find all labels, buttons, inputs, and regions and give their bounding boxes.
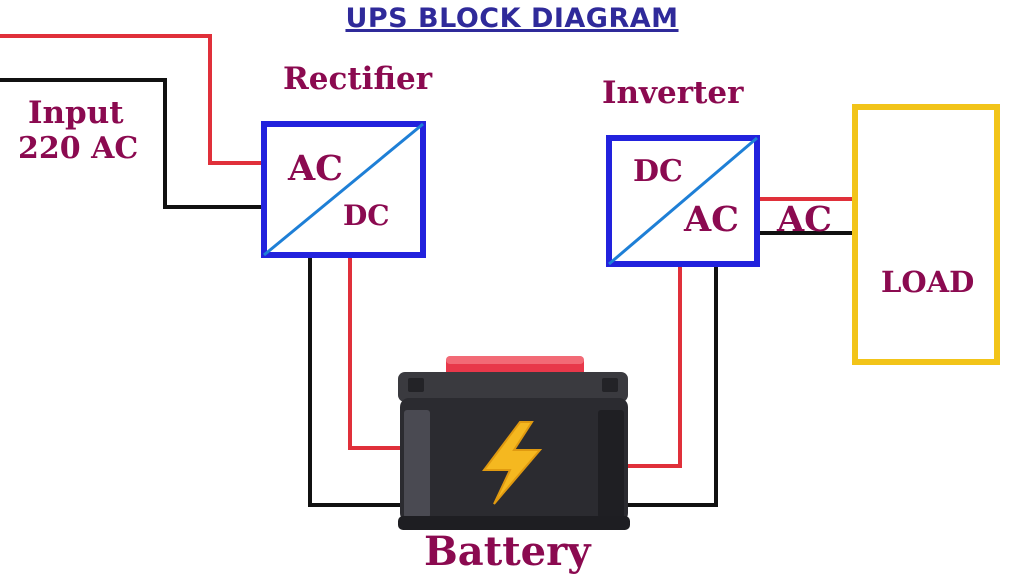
inverter-diagonal <box>608 136 758 266</box>
input-live-wire <box>0 34 265 165</box>
battery-inverter-neutral-wire <box>628 264 718 507</box>
load-block <box>852 104 1000 365</box>
inverter-input-label: DC <box>633 154 683 189</box>
diagram-title: UPS BLOCK DIAGRAM <box>345 3 679 34</box>
rectifier-output-label: DC <box>343 199 390 232</box>
battery-icon <box>398 356 630 530</box>
battery-inverter-live-wire <box>628 264 682 468</box>
rectifier-diagonal <box>263 122 424 257</box>
input-label-line1: Input <box>28 95 124 131</box>
rectifier-battery-neutral-wire <box>308 256 410 507</box>
inverter-output-label: AC <box>684 199 740 240</box>
rectifier-input-label: AC <box>288 148 344 189</box>
battery-label: Battery <box>424 528 591 575</box>
rectifier-battery-live-wire <box>348 256 405 450</box>
load-label: LOAD <box>881 265 975 299</box>
input-neutral-wire <box>0 78 265 209</box>
output-ac-label: AC <box>777 199 833 240</box>
input-label-line2: 220 AC <box>18 131 139 166</box>
inverter-label: Inverter <box>602 75 744 111</box>
rectifier-label: Rectifier <box>283 61 433 97</box>
